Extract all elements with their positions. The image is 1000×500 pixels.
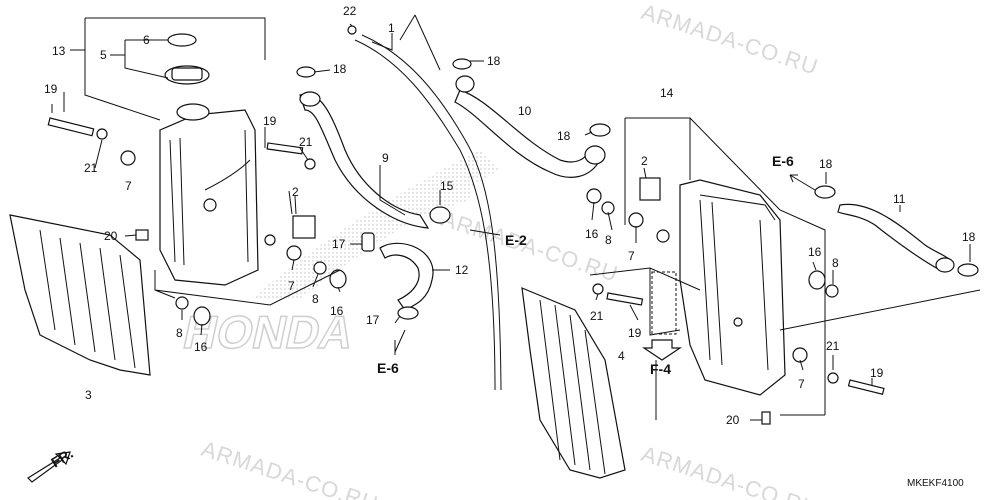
label-9: 9 (382, 151, 389, 165)
ref-e2: E-2 (505, 232, 527, 248)
watermark-bottom-left: ARMADA-CO.RU (198, 436, 381, 500)
label-8: 8 (605, 233, 612, 247)
label-7: 7 (288, 279, 295, 293)
hose-12 (379, 242, 434, 311)
hose-11 (837, 203, 951, 271)
label-18: 18 (333, 62, 347, 76)
label-4: 4 (618, 349, 625, 363)
ref-e6-right: E-6 (772, 153, 794, 169)
label-17: 17 (366, 313, 380, 327)
label-7: 7 (125, 179, 132, 193)
front-arrow-icon (27, 451, 71, 483)
label-18: 18 (962, 230, 976, 244)
label-10: 10 (518, 104, 532, 118)
label-18: 18 (819, 157, 833, 171)
label-2: 2 (641, 154, 648, 168)
label-18: 18 (487, 54, 501, 68)
watermark-top-right: ARMADA-CO.RU (638, 0, 821, 80)
left-radiator (159, 103, 276, 286)
label-21: 21 (299, 135, 313, 149)
label-7: 7 (628, 249, 635, 263)
label-19: 19 (44, 82, 58, 96)
label-16: 16 (808, 245, 822, 259)
label-11: 11 (893, 192, 906, 206)
label-19: 19 (263, 114, 277, 128)
label-13: 13 (52, 44, 66, 58)
label-6: 6 (143, 33, 150, 47)
label-2: 2 (292, 185, 299, 199)
label-15: 15 (440, 179, 454, 193)
bolt-19-left (47, 117, 95, 137)
left-shroud (9, 214, 151, 376)
label-8: 8 (832, 256, 839, 270)
label-16: 16 (585, 227, 599, 241)
label-7: 7 (798, 377, 805, 391)
e6-right-arrow (789, 174, 816, 191)
label-21: 21 (826, 339, 840, 353)
f4-arrow (642, 339, 682, 361)
cap-seal (167, 33, 197, 47)
label-14: 14 (660, 86, 674, 100)
watermark-bottom-right: ARMADA-CO.RU (638, 441, 821, 500)
right-shroud (521, 287, 626, 479)
label-19: 19 (870, 366, 884, 380)
part-number-labels: 1 2 2 3 4 5 6 7 7 7 7 8 8 8 8 9 10 11 12… (44, 4, 976, 427)
label-16: 16 (330, 304, 344, 318)
label-20: 20 (104, 229, 118, 243)
label-18: 18 (557, 129, 571, 143)
label-8: 8 (176, 326, 183, 340)
label-1: 1 (388, 21, 395, 35)
label-21: 21 (590, 309, 604, 323)
honda-wing-logo (250, 150, 500, 300)
label-19: 19 (628, 326, 642, 340)
hose-9 (299, 93, 430, 229)
label-22: 22 (343, 4, 357, 18)
hose-1 (354, 39, 496, 391)
label-3: 3 (85, 388, 92, 402)
label-5: 5 (100, 48, 107, 62)
ref-e6-left: E-6 (377, 360, 399, 376)
diagram-code: MKEKF4100 (907, 478, 964, 489)
ref-f4: F-4 (650, 361, 671, 377)
label-8: 8 (312, 292, 319, 306)
right-radiator (656, 179, 786, 396)
label-16: 16 (194, 340, 208, 354)
label-20: 20 (726, 413, 740, 427)
label-17: 17 (332, 237, 346, 251)
label-12: 12 (455, 263, 469, 277)
label-21: 21 (84, 161, 98, 175)
